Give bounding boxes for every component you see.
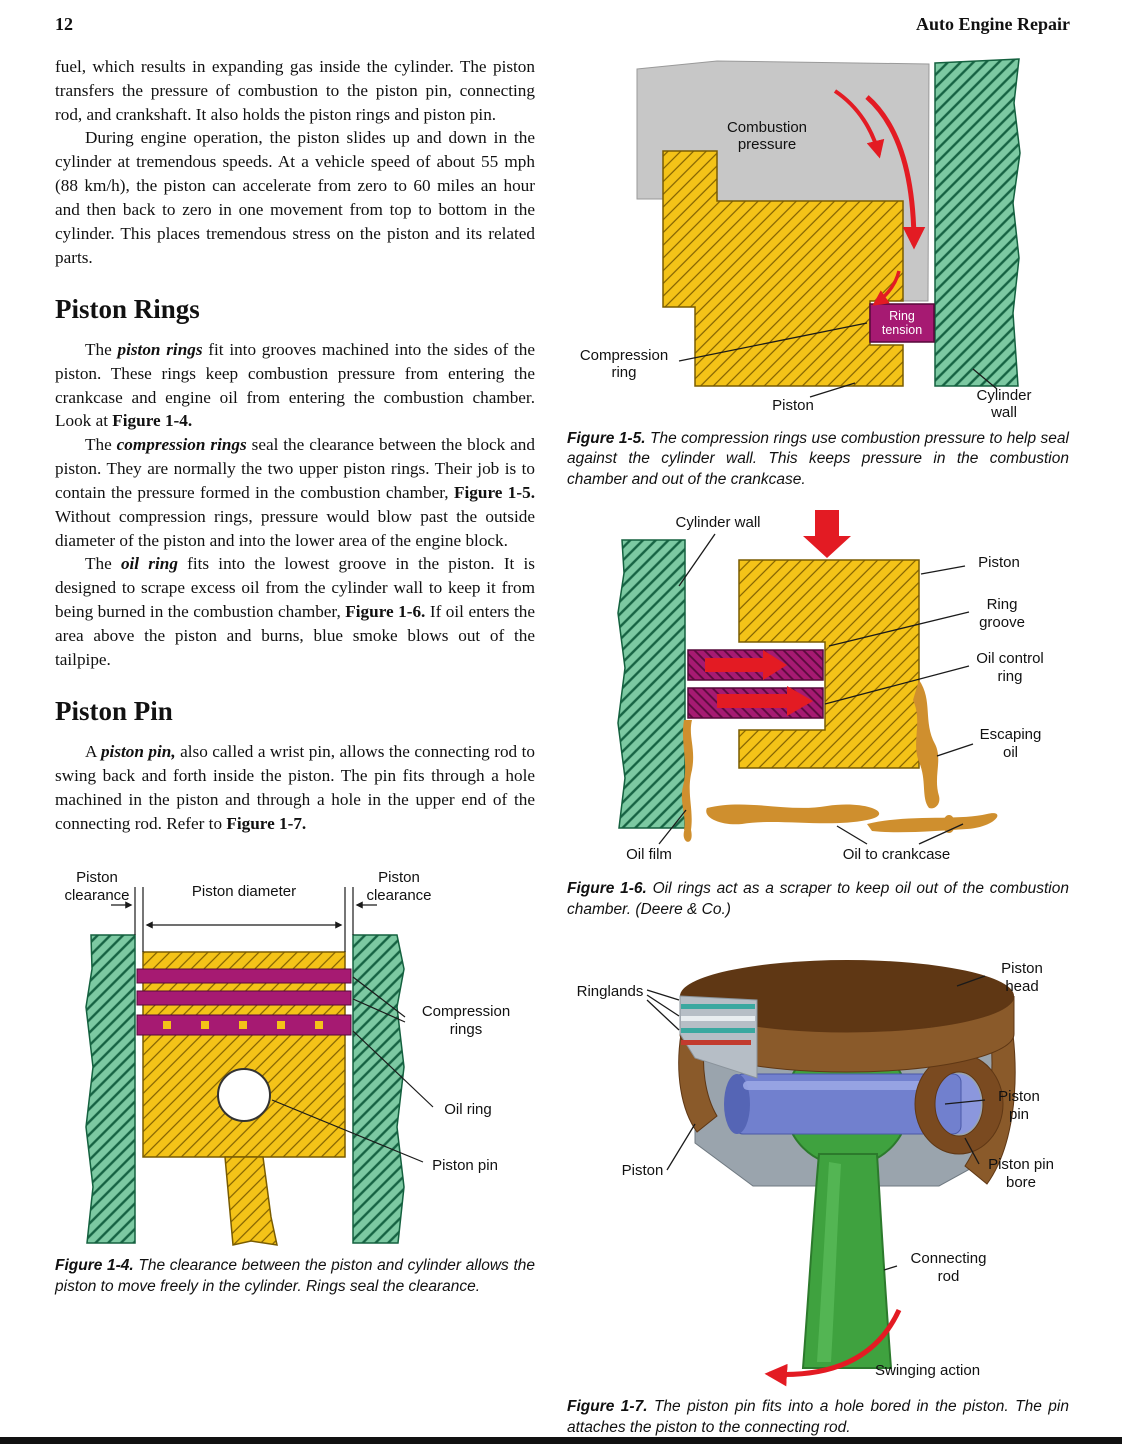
label-piston-clearance-left: Piston clearance — [64, 869, 130, 904]
term-compression-rings: compression rings — [116, 435, 247, 455]
paragraph-piston-pin: A piston pin, also called a wrist pin, a… — [55, 742, 535, 833]
cylinder-wall-right-shape — [352, 934, 405, 1245]
caption-fig4: Figure 1-4. The clearance between the pi… — [55, 1256, 535, 1297]
label-combustion-pressure: Combustion pressure — [726, 119, 808, 154]
heading-piston-rings: Piston Rings — [55, 294, 200, 325]
term-piston-rings: piston rings — [117, 340, 203, 359]
paragraph-intro-continuation: fuel, which results in expanding gas ins… — [55, 57, 535, 124]
page-number: 12 — [55, 14, 73, 34]
label-swinging-action: Swinging action — [875, 1362, 981, 1380]
label-cylinder-wall: Cylinder wall — [675, 514, 761, 532]
label-cylinder-wall: Cylinder wall — [976, 387, 1032, 422]
piston-shape — [142, 951, 346, 1159]
figref-1-6: Figure 1-6. — [345, 601, 426, 621]
caption-fig6: Figure 1-6. Oil rings act as a scraper t… — [567, 879, 1069, 920]
paragraph-piston-rings: The piston rings fit into grooves machin… — [55, 340, 535, 431]
label-piston-diameter: Piston diameter — [191, 883, 297, 901]
cylinder-wall-shape — [617, 539, 686, 830]
label-piston: Piston — [978, 554, 1020, 572]
figref-1-7: Figure 1-7. — [226, 813, 307, 833]
figure-1-4: Piston clearance Piston clearance Piston… — [55, 857, 531, 1247]
term-piston-pin: piston pin, — [100, 742, 176, 762]
caption-fig6-text: Oil rings act as a scraper to keep oil o… — [567, 880, 1069, 918]
leader-lines — [646, 975, 986, 1271]
paragraph-compression-rings: The compression rings seal the clearance… — [55, 435, 535, 550]
label-compression-rings: Compression rings — [421, 1003, 511, 1038]
label-oil-control-ring: Oil control ring — [976, 650, 1044, 685]
cylinder-wall-shape — [934, 58, 1021, 387]
pressure-arrows — [833, 89, 926, 306]
caption-fig5-label: Figure 1-5. — [567, 430, 646, 447]
figref-1-4: Figure 1-4. — [112, 411, 193, 431]
label-oil-to-crankcase: Oil to crankcase — [842, 846, 951, 864]
figure-1-6-art — [617, 510, 998, 845]
label-piston-head: Piston head — [1001, 960, 1043, 995]
caption-fig4-text: The clearance between the piston and cyl… — [55, 1257, 535, 1295]
label-oil-film: Oil film — [626, 846, 672, 864]
figref-1-5: Figure 1-5. — [454, 482, 535, 502]
pressure-arrows — [705, 510, 851, 717]
leader-lines — [678, 322, 998, 398]
page-bottom-edge — [0, 1437, 1122, 1444]
figure-1-5-block: Combustion pressure Ring tension Compres… — [567, 55, 1069, 490]
leader-lines — [658, 533, 974, 845]
piston-head-top — [680, 960, 1014, 1033]
compression-rings-shape — [136, 968, 352, 1006]
piston-shape — [738, 559, 920, 770]
piston-pin-hole — [217, 1068, 271, 1123]
label-piston: Piston — [772, 397, 814, 414]
compression-ring-shape — [869, 303, 935, 343]
figure-1-7-art — [646, 960, 1016, 1387]
term-oil-ring: oil ring — [120, 554, 178, 574]
two-column-layout: fuel, which results in expanding gas ins… — [55, 55, 1070, 1438]
leader-lines — [271, 976, 434, 1163]
label-compression-ring: Compression ring — [579, 347, 669, 382]
label-piston-pin: Piston pin — [998, 1088, 1040, 1123]
figure-1-5: Combustion pressure Ring tension Compres… — [567, 55, 1067, 422]
figure-1-6-block: Cylinder wall Piston Ring groove Oil con… — [567, 508, 1069, 920]
caption-fig5-text: The compression rings use combustion pre… — [567, 430, 1069, 488]
swing-arrow — [764, 1309, 902, 1387]
left-column: fuel, which results in expanding gas ins… — [55, 55, 535, 1438]
caption-fig6-label: Figure 1-6. — [567, 880, 647, 898]
caption-fig7-label: Figure 1-7. — [567, 1398, 648, 1416]
label-ringlands: Ringlands — [576, 983, 644, 1001]
figure-1-4-block: Piston clearance Piston clearance Piston… — [55, 857, 535, 1297]
label-escaping-oil: Escaping oil — [979, 726, 1042, 761]
oil-ring-shape — [136, 1014, 352, 1036]
caption-fig5: Figure 1-5. The compression rings use co… — [567, 429, 1069, 490]
ring-grooves — [681, 1004, 755, 1046]
book-title: Auto Engine Repair — [915, 14, 1070, 34]
right-column: Combustion pressure Ring tension Compres… — [567, 55, 1069, 1438]
label-oil-ring: Oil ring — [444, 1101, 492, 1119]
paragraph-engine-operation: During engine operation, the piston slid… — [55, 128, 535, 267]
heading-piston-pin: Piston Pin — [55, 696, 173, 727]
caption-fig7: Figure 1-7. The piston pin fits into a h… — [567, 1397, 1069, 1438]
figure-1-6: Cylinder wall Piston Ring groove Oil con… — [567, 508, 1067, 870]
label-piston-pin-bore: Piston pin bore — [988, 1156, 1054, 1191]
label-piston-clearance-right: Piston clearance — [366, 869, 432, 904]
connecting-rod-shape — [224, 1156, 278, 1247]
label-ring-groove: Ring groove — [979, 596, 1025, 631]
cylinder-wall-left-shape — [85, 934, 136, 1245]
paragraph-oil-ring: The oil ring fits into the lowest groove… — [55, 554, 535, 669]
page-header: 12 Auto Engine Repair — [55, 14, 1070, 35]
figure-1-5-art — [636, 58, 1021, 398]
caption-fig4-label: Figure 1-4. — [55, 1257, 134, 1275]
figure-1-7: Ringlands Piston head Piston pin Piston … — [567, 938, 1067, 1388]
oil-shapes — [681, 680, 998, 843]
figure-1-7-block: Ringlands Piston head Piston pin Piston … — [567, 938, 1069, 1438]
label-piston: Piston — [621, 1162, 664, 1180]
figure-1-4-art — [85, 887, 434, 1247]
label-piston-pin: Piston pin — [432, 1157, 498, 1175]
piston-pin-shape — [724, 1073, 981, 1135]
label-connecting-rod: Connecting rod — [910, 1250, 987, 1285]
dimension-lines — [111, 887, 377, 953]
label-ring-tension: Ring tension — [881, 309, 923, 338]
caption-fig7-text: The piston pin fits into a hole bored in… — [567, 1398, 1069, 1436]
